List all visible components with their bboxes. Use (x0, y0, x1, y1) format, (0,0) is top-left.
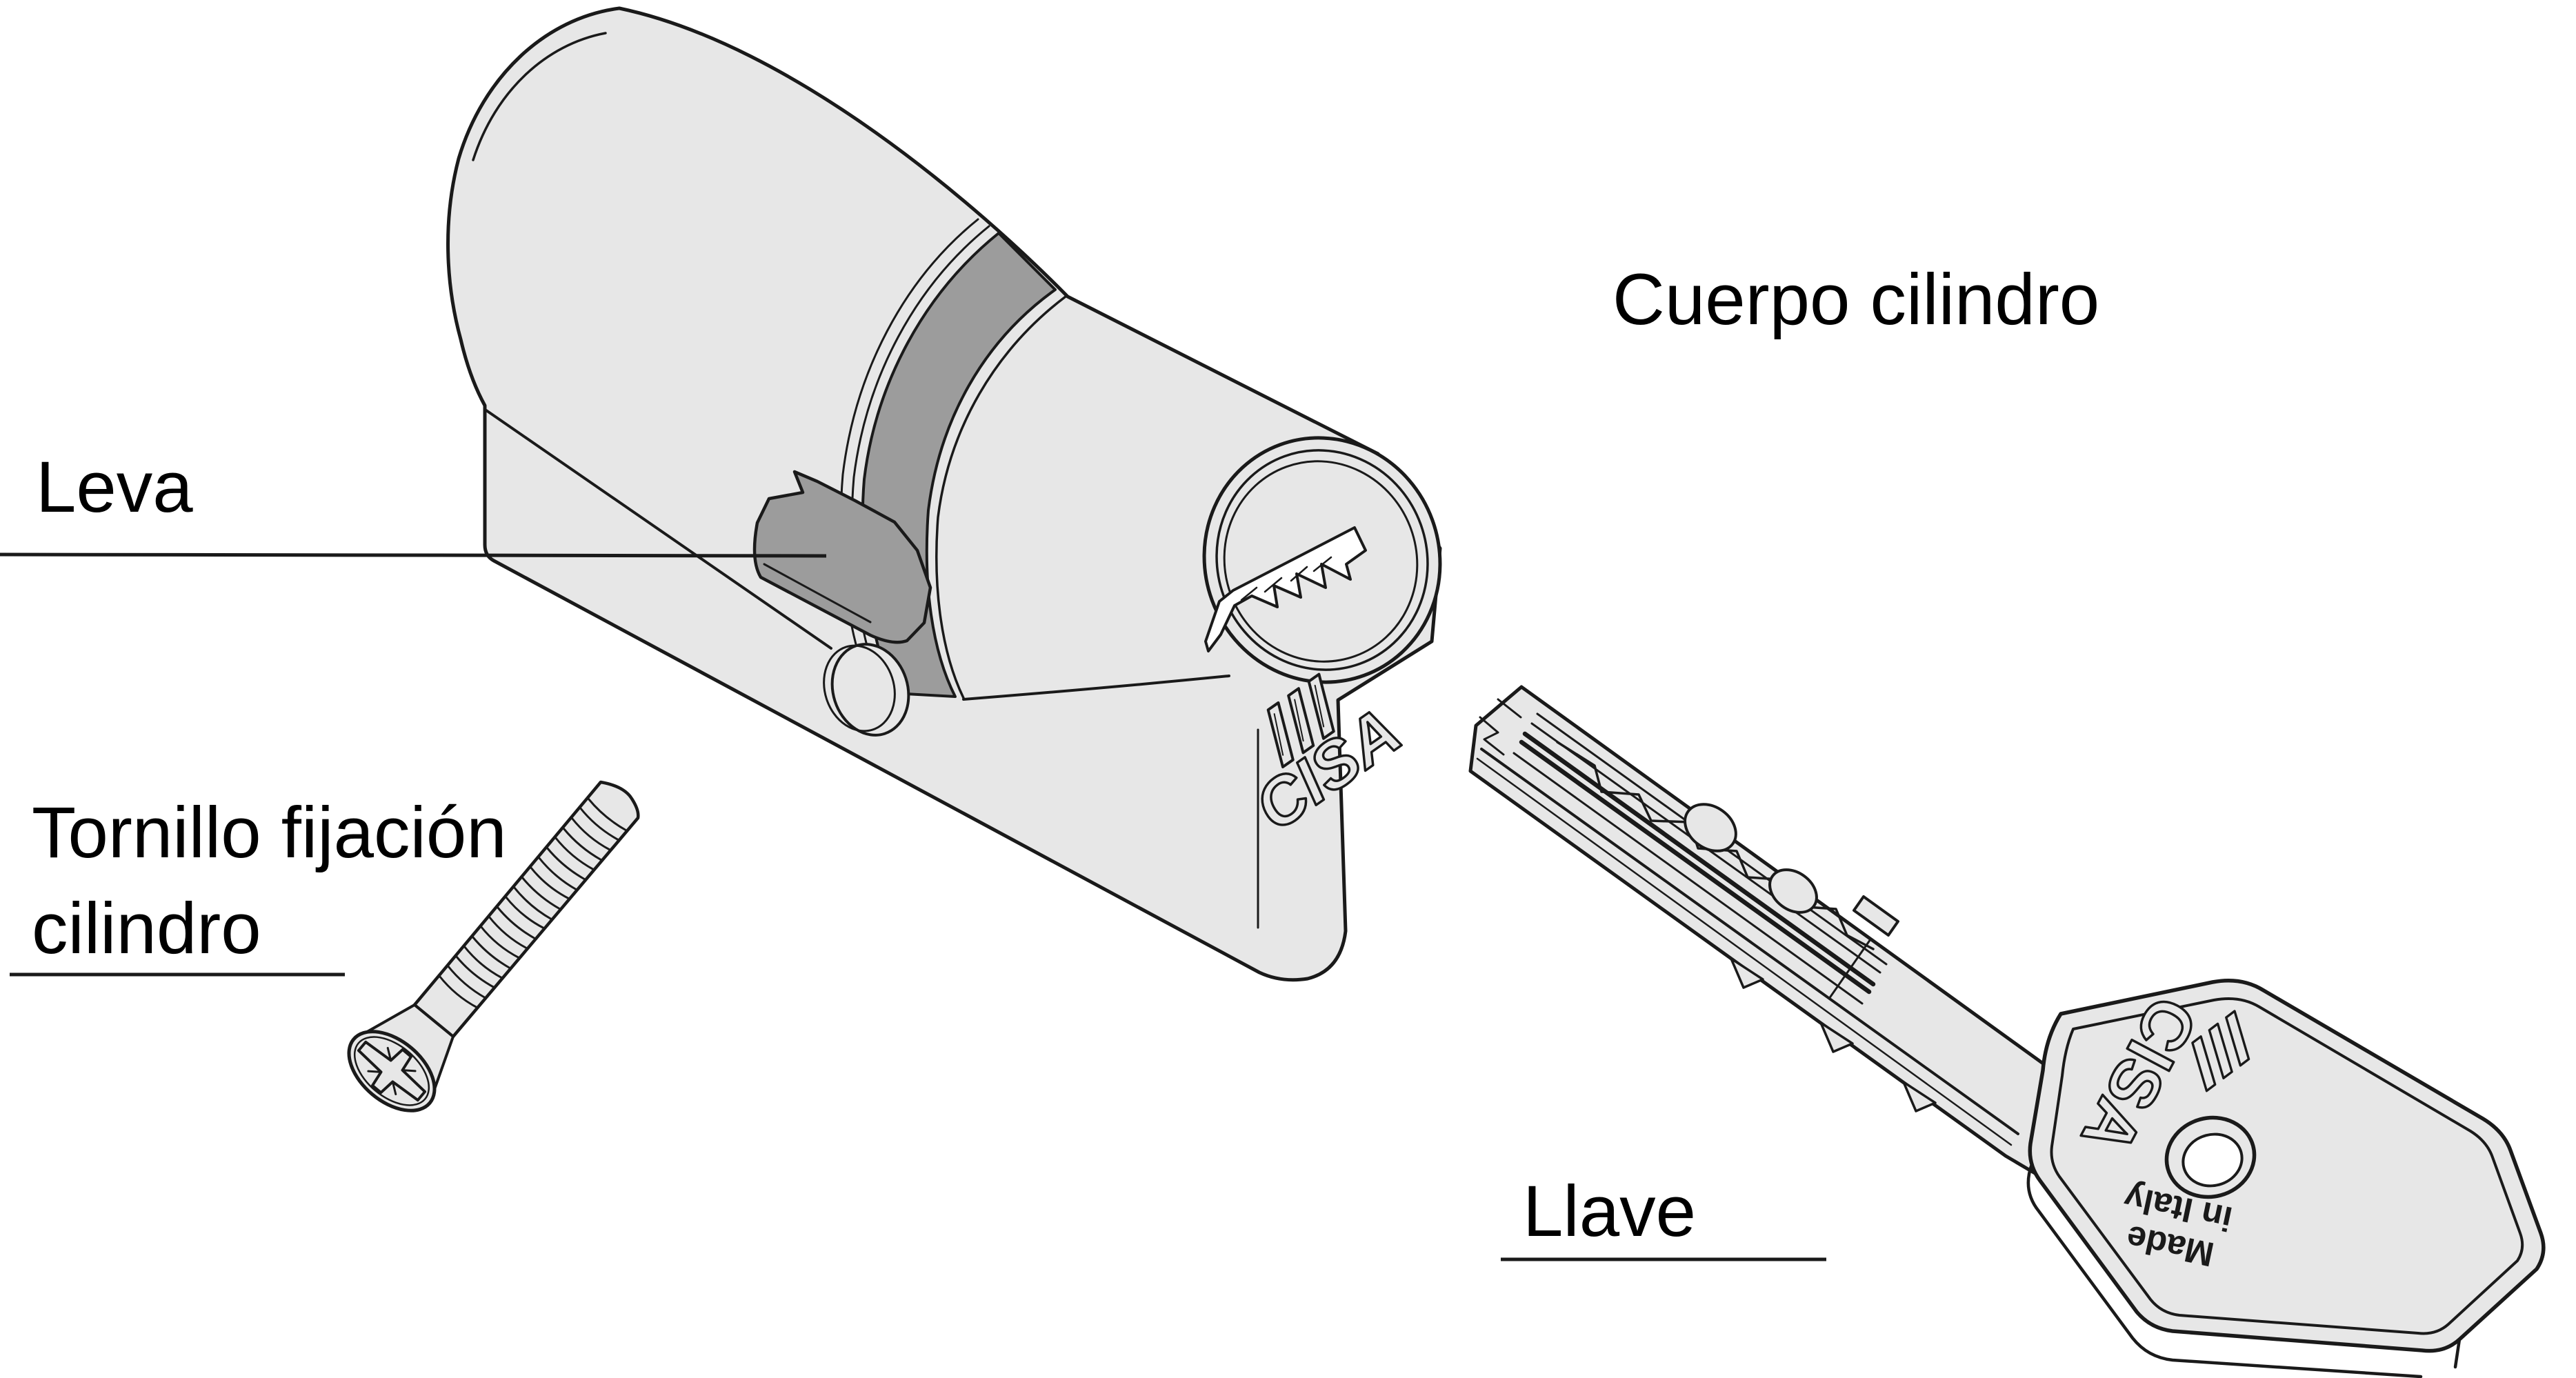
key-bow-inner-outline (2050, 997, 2524, 1335)
label-leva: Leva (36, 447, 193, 528)
body-logo-stripes (1266, 672, 1335, 768)
screw-hole-inner-rim (823, 644, 896, 732)
face-middle-ring (1215, 449, 1429, 671)
label-cuerpo-cilindro: Cuerpo cilindro (1613, 259, 2099, 340)
blade-underside-line (1476, 757, 2013, 1146)
label-llave: Llave (1523, 1171, 1696, 1252)
front-ring-groove (935, 295, 1067, 699)
rear-ring-groove-1 (839, 218, 979, 697)
cam-flag-thickness-line (763, 563, 872, 623)
label-tornillo-line2: cilindro (32, 888, 261, 969)
cylinder-body: CISA (446, 6, 1442, 982)
screw-threads (438, 797, 628, 1009)
key-bow (2028, 979, 2546, 1353)
rear-cap-inner-line (472, 32, 607, 161)
leader-line-leva (0, 552, 827, 558)
blade-lug (1853, 895, 1899, 937)
blade-transition-line (1828, 938, 1872, 1000)
blade-deep-grooves (1519, 731, 1876, 995)
leader-lines (0, 552, 1826, 1261)
cam-leva (752, 470, 932, 644)
fixing-screw (347, 780, 640, 1112)
cam-flag (752, 470, 932, 644)
key-logo-stripes (2191, 1010, 2250, 1092)
keyway-opening (1204, 526, 1367, 652)
key-bow-hole-inner (2181, 1132, 2244, 1188)
blade-teeth (1730, 957, 1937, 1112)
key: CISA Made in Italy (1468, 685, 2546, 1378)
screw-head-rim (353, 1036, 430, 1106)
keyway-hatch-lines (1240, 556, 1332, 601)
pozidriv-recess-icon (357, 1040, 427, 1102)
key-bow-side-thickness (2026, 1162, 2462, 1378)
blade-tip-detail (1479, 698, 1522, 756)
fin-barrel-boundary-right (962, 675, 1230, 701)
cylinder-face (1202, 436, 1442, 684)
fin-barrel-boundary-left (485, 409, 832, 650)
label-tornillo-line1: Tornillo fijación (32, 792, 507, 873)
cylinder-silhouette (446, 6, 1442, 982)
blade-dimple-2 (1768, 868, 1818, 914)
blade-dimple-1 (1684, 803, 1737, 852)
blade-bottom-edge (1480, 748, 2019, 1135)
labels: Leva Cuerpo cilindro Tornillo fijación c… (32, 259, 2099, 1252)
